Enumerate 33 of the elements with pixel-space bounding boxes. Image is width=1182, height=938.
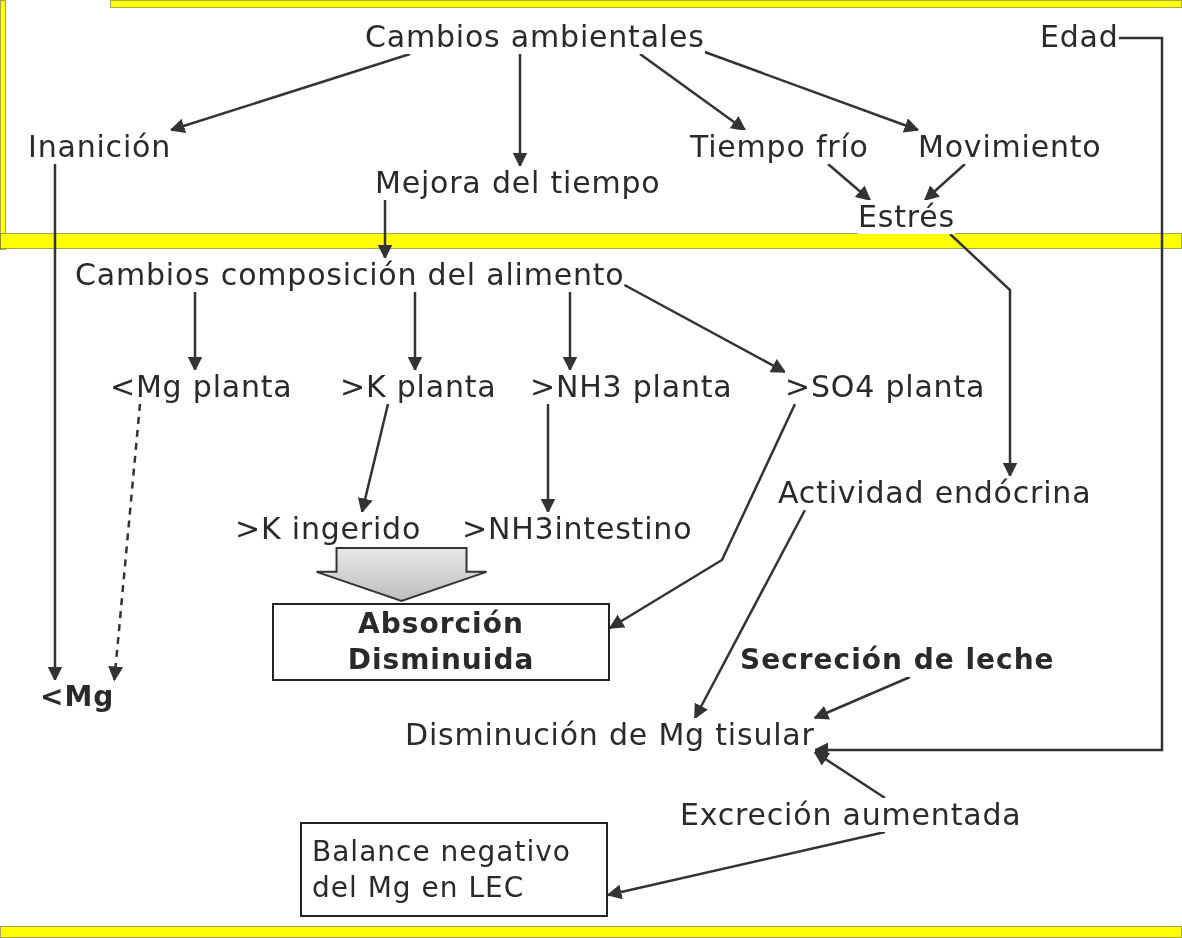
- arrow: [693, 509, 807, 720]
- arrow: [639, 53, 747, 131]
- node-label: Mejora del tiempo: [375, 166, 661, 200]
- arrow: [813, 675, 911, 720]
- node-label: <Mg: [40, 680, 115, 714]
- node-label: Movimiento: [918, 130, 1102, 164]
- arrow: [169, 52, 411, 134]
- process-box: [300, 822, 608, 917]
- arrow: [512, 54, 528, 168]
- node-text: Absorción Disminuida: [346, 606, 536, 678]
- arrow: [923, 163, 966, 201]
- process-box: [272, 603, 610, 681]
- arrow: [949, 233, 1018, 478]
- node-label: Estrés: [858, 200, 955, 234]
- node-label: Cambios composición del alimento: [75, 258, 625, 292]
- node-label: >K ingerido: [235, 512, 422, 546]
- arrow: [407, 292, 423, 372]
- arrow: [704, 50, 920, 133]
- arrow: [108, 403, 142, 682]
- node-label: Disminución de Mg tisular: [405, 718, 815, 752]
- node-label: Tiempo frío: [690, 130, 869, 164]
- node-label: Secreción de leche: [740, 643, 1055, 677]
- block-arrow: [315, 547, 488, 603]
- arrow: [623, 283, 787, 374]
- arrow: [47, 164, 63, 682]
- node-text: Balance negativo del Mg en LEC: [312, 833, 572, 906]
- arrow: [813, 750, 886, 800]
- arrow: [562, 292, 578, 372]
- arrow: [540, 404, 556, 514]
- arrow: [377, 200, 393, 260]
- arrow: [357, 403, 390, 514]
- arrow: [187, 292, 203, 372]
- arrow: [827, 163, 872, 201]
